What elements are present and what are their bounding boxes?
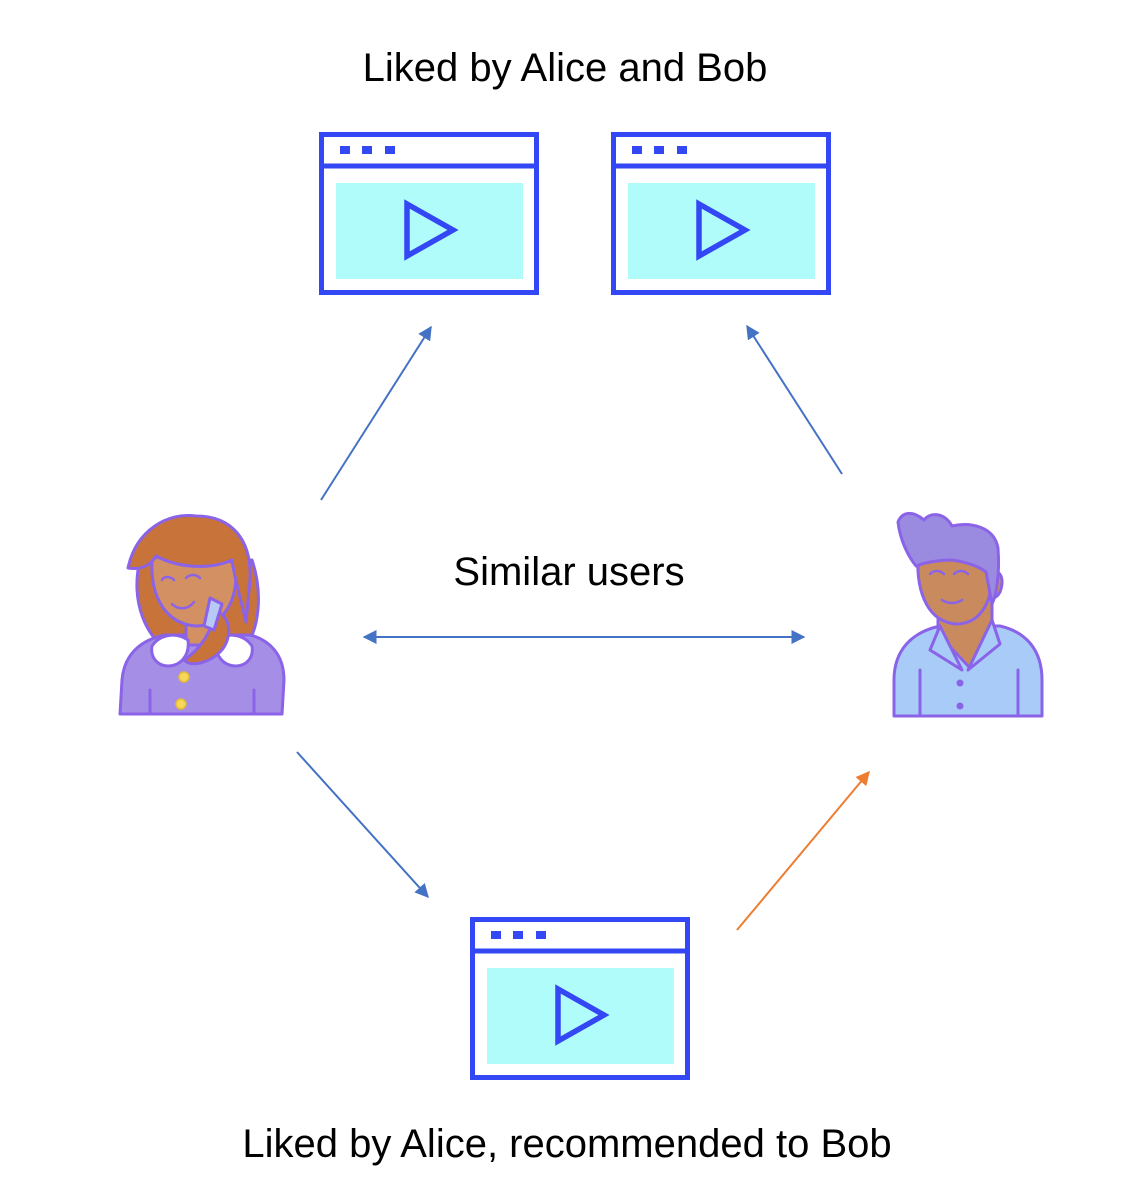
arrow-bob-to-top-video <box>746 324 843 475</box>
bob-avatar-icon <box>892 512 1044 718</box>
video-player-icon <box>322 135 537 293</box>
top-caption: Liked by Alice and Bob <box>362 46 768 90</box>
alice-avatar-icon <box>118 513 286 716</box>
video-player-icon <box>614 135 829 293</box>
similar-users-caption: Similar users <box>453 550 685 594</box>
arrow-alice-to-top-video <box>320 325 432 501</box>
video-player-icon <box>473 920 688 1078</box>
bottom-caption: Liked by Alice, recommended to Bob <box>242 1122 892 1166</box>
arrow-alice-to-bottom-video <box>296 751 429 899</box>
recommendation-arrow <box>736 770 870 931</box>
